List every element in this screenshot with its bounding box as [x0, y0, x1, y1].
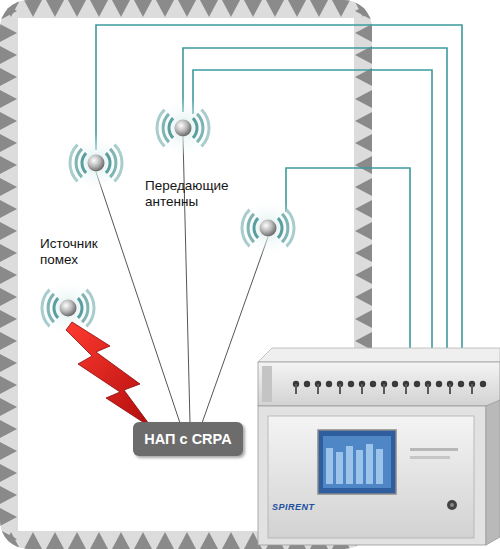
- jammer-label: Источник помех: [40, 236, 120, 268]
- interference-bolt: [66, 322, 152, 428]
- rf-cables: [96, 25, 462, 352]
- antenna-label: Передающие антенны: [145, 178, 235, 210]
- transmit-antenna: [66, 133, 126, 193]
- node-text: НАП с CRPA: [144, 431, 231, 447]
- transmit-antenna: [153, 98, 213, 158]
- transmit-antenna: [238, 198, 298, 258]
- gnss-simulator: [258, 348, 500, 545]
- brand-logo: SPIRENT: [272, 502, 332, 512]
- receiver-box: НАП с CRPA: [133, 422, 243, 456]
